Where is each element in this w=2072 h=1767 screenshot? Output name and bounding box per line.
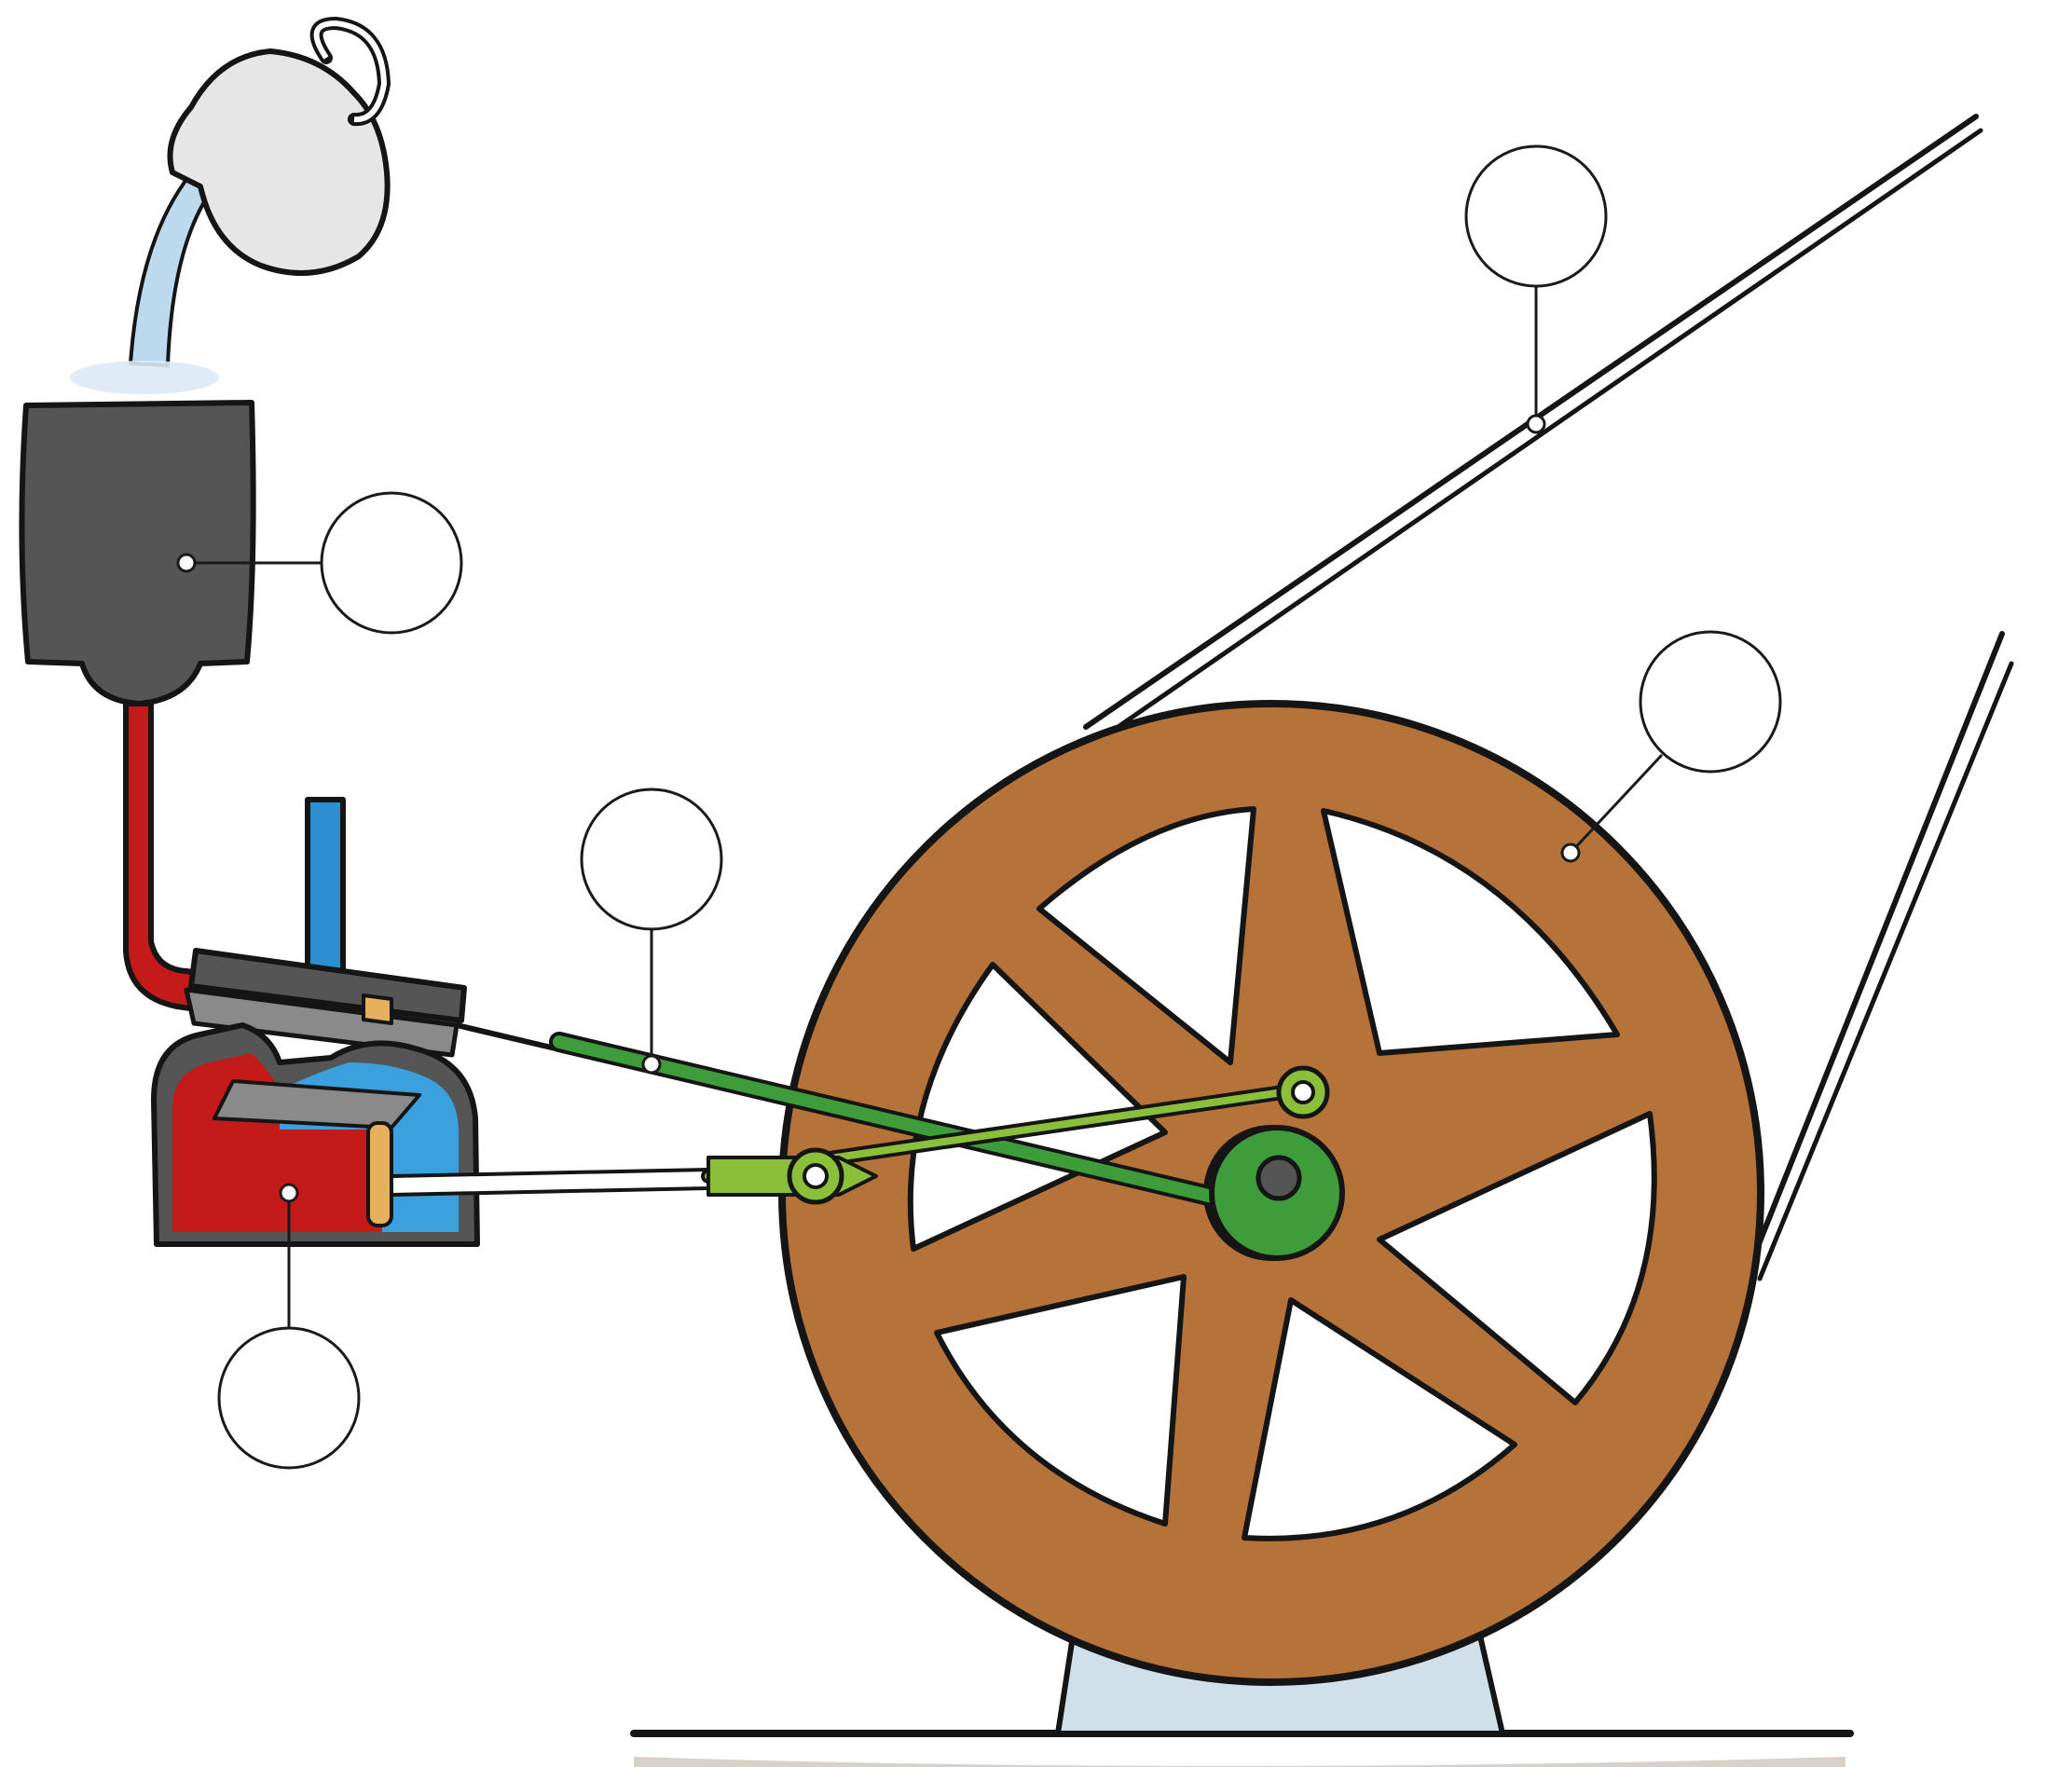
piston-icon [366, 1121, 393, 1227]
cold-pipe-icon [305, 797, 346, 981]
valve-rod-icon [454, 1022, 562, 1052]
ground-icon [630, 1730, 1854, 1767]
eccentric-rod-icon [701, 1065, 1330, 1205]
cylinder-icon [151, 1022, 480, 1247]
connecting-rod-icon [549, 1032, 1227, 1208]
boiler-icon [19, 400, 256, 706]
callout-connecting-rod [580, 788, 723, 1075]
callout-flywheel [1560, 630, 1782, 863]
flywheel-icon [778, 700, 1764, 1686]
callout-boiler [176, 491, 463, 635]
jug-icon [167, 17, 391, 276]
callout-cylinder [217, 1183, 361, 1470]
crank-hub-icon [1209, 1125, 1345, 1261]
piston-rod-icon [390, 1168, 710, 1197]
valve-chest-icon [184, 948, 467, 1058]
callout-belt [1464, 144, 1608, 434]
